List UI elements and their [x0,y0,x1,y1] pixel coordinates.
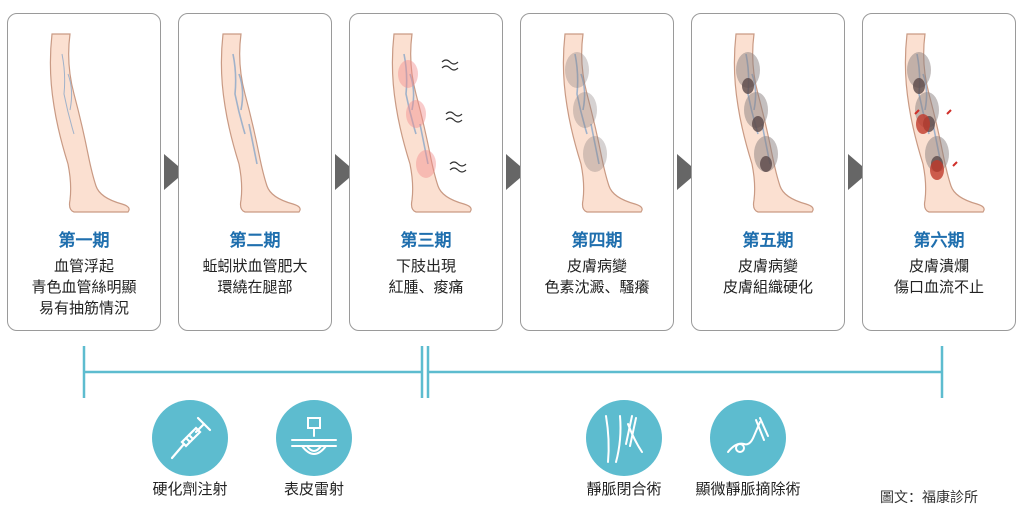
stage-desc-line: 傷口血流不止 [893,278,984,296]
leg-illustration [49,33,130,213]
stage-description: 皮膚潰爛 傷口血流不止 [863,256,1015,298]
treatment-label: 表皮雷射 [283,480,344,498]
stage-desc-line: 皮膚病變 [566,257,627,275]
stage-panel-6: 第六期 皮膚潰爛 傷口血流不止 [862,13,1016,331]
stage-description: 蚯蚓狀血管肥大 環繞在腿部 [179,256,331,298]
stage-desc-line: 下肢出現 [395,257,456,275]
stage-desc-line: 色素沈澱、騷癢 [544,278,650,296]
stage-desc-line: 皮膚病變 [737,257,798,275]
stage-title: 第五期 [742,231,794,251]
stage-description: 血管浮起 青色血管絲明顯 易有抽筋情況 [8,256,160,319]
stage-desc-line: 青色血管絲明顯 [31,278,137,296]
image-credit: 圖文：福康診所 [880,490,978,506]
stage-title: 第二期 [229,231,281,251]
stage-desc-line: 環繞在腿部 [217,278,293,296]
microsurgery-icon [710,400,786,476]
stage-desc-line: 皮膚組織硬化 [722,278,813,296]
stage-title: 第一期 [58,231,110,251]
laser-icon [276,400,352,476]
vein-closure-icon [586,400,662,476]
stage-title: 第四期 [571,231,623,251]
stage-description: 下肢出現 紅腫、痠痛 [350,256,502,298]
stage-panel-3: 第三期 下肢出現 紅腫、痠痛 [349,13,503,331]
stage-panel-5: 第五期 皮膚病變 皮膚組織硬化 [691,13,845,331]
stage-panel-2: 第二期 蚯蚓狀血管肥大 環繞在腿部 [178,13,332,331]
leg-illustration [733,33,814,213]
treatment-label: 顯微靜脈摘除術 [695,480,801,498]
stage-desc-line: 皮膚潰爛 [908,257,969,275]
leg-illustration [904,33,985,213]
stage-desc-line: 易有抽筋情況 [38,299,129,317]
stage-desc-line: 紅腫、痠痛 [388,278,464,296]
treatment-label: 靜脈閉合術 [586,480,662,498]
leg-illustration [391,33,472,213]
syringe-icon [152,400,228,476]
stage-desc-line: 血管浮起 [53,257,114,275]
treatment-label: 硬化劑注射 [152,480,228,498]
stage-description: 皮膚病變 皮膚組織硬化 [692,256,844,298]
stage-description: 皮膚病變 色素沈澱、騷癢 [521,256,673,298]
stage-title: 第三期 [400,231,452,251]
stage-panel-1: 第一期 血管浮起 青色血管絲明顯 易有抽筋情況 [7,13,161,331]
stage-desc-line: 蚯蚓狀血管肥大 [202,257,308,275]
stage-panel-4: 第四期 皮膚病變 色素沈澱、騷癢 [520,13,674,331]
leg-illustration [562,33,643,213]
stage-title: 第六期 [913,231,965,251]
leg-illustration [220,33,301,213]
